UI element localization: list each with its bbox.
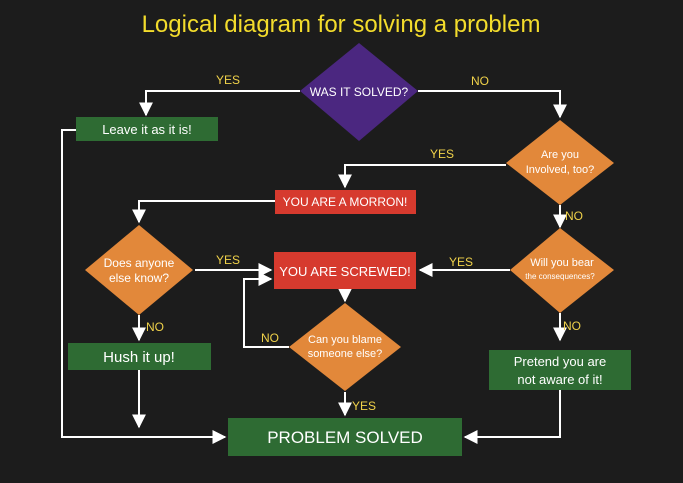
decision-anyone-line1: Does anyone bbox=[104, 256, 175, 270]
branch-label-anyone-no: NO bbox=[146, 320, 164, 334]
branch-label-involved-yes: YES bbox=[430, 147, 454, 161]
decision-blame-someone: Can you blame someone else? bbox=[289, 303, 401, 391]
arrow-moron-to-anyone bbox=[132, 200, 275, 224]
action-leave-it: Leave it as it is! bbox=[76, 117, 218, 141]
branch-label-anyone-yes: YES bbox=[216, 253, 240, 267]
arrow-leave-to-solved bbox=[61, 129, 227, 444]
branch-label-solved-no: NO bbox=[471, 74, 489, 88]
arrow-solved-no bbox=[418, 90, 567, 119]
action-hush-it-up-label: Hush it up! bbox=[103, 349, 175, 366]
decision-bear-consequences: Will you bear the consequences? bbox=[510, 228, 614, 313]
action-pretend-line1: Pretend you are bbox=[514, 354, 607, 369]
action-pretend-not-aware: Pretend you are not aware of it! bbox=[489, 350, 631, 390]
arrow-solved-yes bbox=[139, 90, 300, 117]
branch-label-bear-yes: YES bbox=[449, 255, 473, 269]
action-you-are-a-morron: YOU ARE A MORRON! bbox=[275, 190, 416, 214]
terminal-problem-solved-label: PROBLEM SOLVED bbox=[267, 428, 423, 447]
branch-label-blame-yes: YES bbox=[352, 399, 376, 413]
branch-label-solved-yes: YES bbox=[216, 73, 240, 87]
action-leave-it-label: Leave it as it is! bbox=[102, 122, 192, 137]
decision-involved: Are you Involved, too? bbox=[506, 120, 614, 205]
connectors bbox=[61, 90, 567, 444]
action-you-are-screwed: YOU ARE SCREWED! bbox=[274, 252, 416, 289]
action-pretend-line2: not aware of it! bbox=[517, 372, 602, 387]
action-you-are-screwed-label: YOU ARE SCREWED! bbox=[279, 264, 410, 279]
decision-bear-line2: the consequences? bbox=[525, 272, 595, 281]
branch-label-bear-no: NO bbox=[563, 319, 581, 333]
branch-label-involved-no: NO bbox=[565, 209, 583, 223]
decision-anyone-else-know: Does anyone else know? bbox=[85, 225, 193, 315]
branch-label-blame-no: NO bbox=[261, 331, 279, 345]
decision-involved-line2: Involved, too? bbox=[526, 164, 595, 176]
arrow-pretend-to-solved bbox=[463, 390, 561, 444]
decision-was-it-solved-label: WAS IT SOLVED? bbox=[310, 85, 409, 99]
diagram-title: Logical diagram for solving a problem bbox=[142, 11, 541, 38]
decision-involved-line1: Are you bbox=[541, 149, 579, 161]
decision-bear-line1: Will you bear bbox=[530, 257, 594, 269]
decision-anyone-line2: else know? bbox=[109, 271, 169, 285]
action-you-are-a-morron-label: YOU ARE A MORRON! bbox=[283, 195, 408, 209]
arrow-involved-yes bbox=[338, 164, 506, 189]
terminal-problem-solved: PROBLEM SOLVED bbox=[228, 418, 462, 456]
arrow-blame-no bbox=[243, 272, 289, 348]
decision-blame-line2: someone else? bbox=[308, 348, 383, 360]
decision-blame-line1: Can you blame bbox=[308, 334, 382, 346]
decision-was-it-solved: WAS IT SOLVED? bbox=[300, 43, 418, 141]
action-hush-it-up: Hush it up! bbox=[68, 343, 211, 370]
